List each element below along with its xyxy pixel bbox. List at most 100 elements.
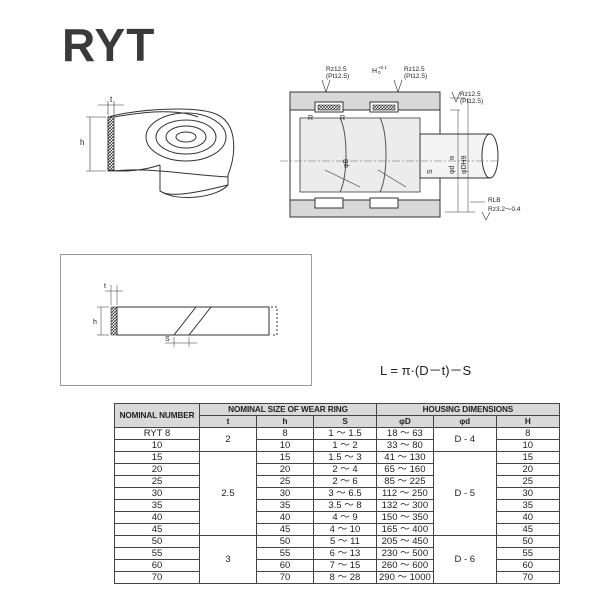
- cut-ring-drawing: t h S: [93, 283, 278, 347]
- pt-left-label: (Pt12.5): [326, 73, 349, 80]
- cell-phi-d: D - 5: [432, 451, 497, 536]
- pt-right-label: (Pt12.5): [404, 73, 427, 80]
- cell-s: 4 ～ 10: [313, 523, 377, 536]
- cell-h: 35: [256, 499, 314, 512]
- phi-dh-label: φDH9: [461, 155, 468, 174]
- cell-phi-D: 132 ～ 300: [376, 499, 434, 512]
- cell-h: 20: [256, 463, 314, 476]
- header-wear-ring-size: NOMINAL SIZE OF WEAR RING: [199, 403, 377, 416]
- cell-nominal-number: 15: [114, 451, 200, 464]
- cell-phi-d: D - 4: [432, 427, 497, 452]
- cell-phi-d: D - 6: [432, 535, 497, 584]
- cell-H: 10: [495, 439, 560, 452]
- cell-phi-D: 18 ～ 63: [376, 427, 434, 440]
- cell-H: 30: [495, 487, 560, 500]
- cell-phi-D: 260 ～ 600: [376, 559, 434, 572]
- cell-h: 30: [256, 487, 314, 500]
- h-tolerance-sup: +0.1: [378, 65, 387, 70]
- cell-nominal-number: 40: [114, 511, 200, 524]
- cell-t: 2.5: [199, 451, 257, 536]
- cell-s: 7 ～ 15: [313, 559, 377, 572]
- rz-left-label: Rz12.5: [326, 66, 347, 73]
- coil-h-label: h: [80, 138, 84, 147]
- cell-nominal-number: 30: [114, 487, 200, 500]
- cell-H: 70: [495, 571, 560, 584]
- cell-H: 45: [495, 523, 560, 536]
- cell-nominal-number: RYT 8: [114, 427, 200, 440]
- cell-nominal-number: 60: [114, 559, 200, 572]
- cell-H: 40: [495, 511, 560, 524]
- cell-nominal-number: 55: [114, 547, 200, 560]
- cell-nominal-number: 10: [114, 439, 200, 452]
- cell-phi-D: 65 ～ 160: [376, 463, 434, 476]
- cell-s: 2 ～ 4: [313, 463, 377, 476]
- cell-s: 2 ～ 6: [313, 475, 377, 488]
- cell-h: 45: [256, 523, 314, 536]
- cut-detail-panel: t h S: [60, 254, 312, 386]
- cell-s: 4 ～ 9: [313, 511, 377, 524]
- phi-b-label: φB: [343, 158, 350, 168]
- header-nominal-number: NOMINAL NUMBER: [114, 403, 200, 428]
- cell-nominal-number: 70: [114, 571, 200, 584]
- cell-phi-D: 85 ～ 225: [376, 475, 434, 488]
- cut-t-label: t: [104, 283, 106, 290]
- cell-phi-D: 230 ～ 500: [376, 547, 434, 560]
- header-h: h: [256, 415, 314, 428]
- cell-h: 8: [256, 427, 314, 440]
- cell-t: 3: [199, 535, 257, 584]
- cell-h: 10: [256, 439, 314, 452]
- cell-h: 60: [256, 559, 314, 572]
- s-label: S: [427, 169, 434, 174]
- cell-H: 15: [495, 451, 560, 464]
- h-tolerance-label: H: [372, 68, 377, 75]
- coil-t-label: t: [110, 95, 113, 104]
- cell-phi-D: 112 ～ 250: [376, 487, 434, 500]
- phi-d-tolerance: f8: [450, 156, 456, 160]
- cell-H: 50: [495, 535, 560, 548]
- header-t: t: [199, 415, 257, 428]
- header-phi-d: φd: [432, 415, 497, 428]
- cell-nominal-number: 35: [114, 499, 200, 512]
- header-H: H: [495, 415, 560, 428]
- cell-phi-D: 41 ～ 130: [376, 451, 434, 464]
- cell-H: 25: [495, 475, 560, 488]
- cell-nominal-number: 20: [114, 463, 200, 476]
- rz-far-label: Rz12.5: [460, 91, 481, 98]
- phi-d-label: φd: [449, 165, 456, 174]
- pt-far-label: (Pt12.5): [460, 98, 483, 105]
- cell-phi-D: 165 ～ 400: [376, 523, 434, 536]
- length-formula: L = π·(D－t)－S: [380, 363, 472, 378]
- cell-s: 3.5 ～ 8: [313, 499, 377, 512]
- cell-phi-D: 150 ～ 350: [376, 511, 434, 524]
- r-right-label: R: [340, 115, 345, 122]
- cell-s: 6 ～ 13: [313, 547, 377, 560]
- cell-H: 20: [495, 463, 560, 476]
- cell-h: 15: [256, 451, 314, 464]
- cell-phi-D: 33 ～ 80: [376, 439, 434, 452]
- rz-range-label: Rz3.2～0.4: [488, 206, 521, 213]
- header-s: S: [313, 415, 377, 428]
- h-tolerance-sub: 0: [378, 70, 381, 75]
- cell-nominal-number: 25: [114, 475, 200, 488]
- cell-nominal-number: 45: [114, 523, 200, 536]
- cell-s: 1.5 ～ 3: [313, 451, 377, 464]
- cell-s: 5 ～ 11: [313, 535, 377, 548]
- header-housing-dimensions: HOUSING DIMENSIONS: [376, 403, 560, 416]
- cell-s: 8 ～ 28: [313, 571, 377, 584]
- cell-h: 40: [256, 511, 314, 524]
- cell-phi-D: 205 ～ 450: [376, 535, 434, 548]
- coil-illustration: t h: [80, 95, 235, 198]
- cell-h: 50: [256, 535, 314, 548]
- housing-section-drawing: Rz12.5 (Pt12.5) H +0.1 0 Rz12.5 (Pt12.5)…: [280, 65, 521, 221]
- rz-right-label: Rz12.5: [404, 66, 425, 73]
